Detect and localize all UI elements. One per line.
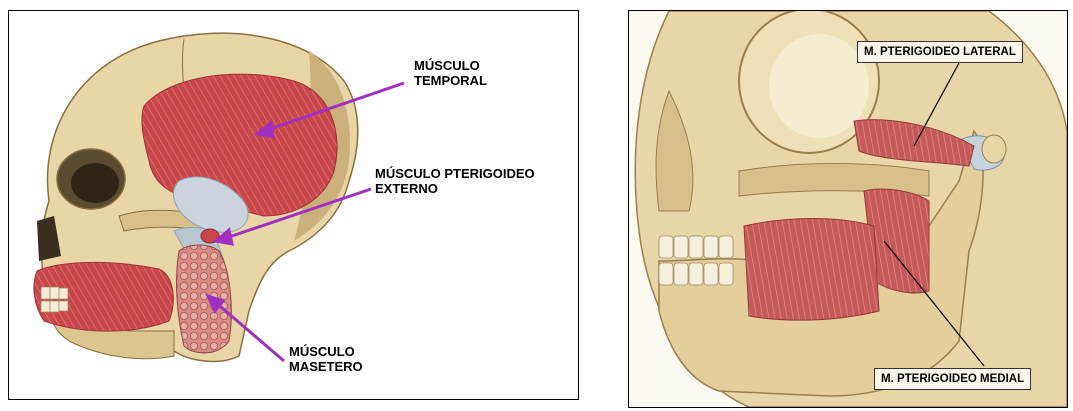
left-figure: MÚSCULO TEMPORAL MÚSCULO PTERIGOIDEO EXT… — [8, 10, 579, 400]
label-musculo-temporal: MÚSCULO TEMPORAL — [414, 58, 487, 88]
label-musculo-masetero: MÚSCULO MASETERO — [289, 344, 363, 374]
label-line: MÚSCULO PTERIGOIDEO — [375, 166, 535, 181]
label-line: MÚSCULO — [289, 344, 363, 359]
label-line: MASETERO — [289, 359, 363, 374]
right-figure: M. PTERIGOIDEO LATERAL M. PTERIGOIDEO ME… — [628, 10, 1068, 408]
label-pterigoideo-lateral: M. PTERIGOIDEO LATERAL — [857, 41, 1023, 63]
masseter-muscle — [177, 245, 232, 353]
mandible-pterygoid-illustration — [629, 11, 1067, 407]
label-line: EXTERNO — [375, 181, 535, 196]
buccinator-muscle — [744, 219, 879, 321]
label-line: TEMPORAL — [414, 73, 487, 88]
label-pterigoideo-medial: M. PTERIGOIDEO MEDIAL — [874, 368, 1031, 390]
label-musculo-pterigoideo-externo: MÚSCULO PTERIGOIDEO EXTERNO — [375, 166, 535, 196]
label-line: MÚSCULO — [414, 58, 487, 73]
skull-lateral-illustration — [9, 11, 578, 399]
